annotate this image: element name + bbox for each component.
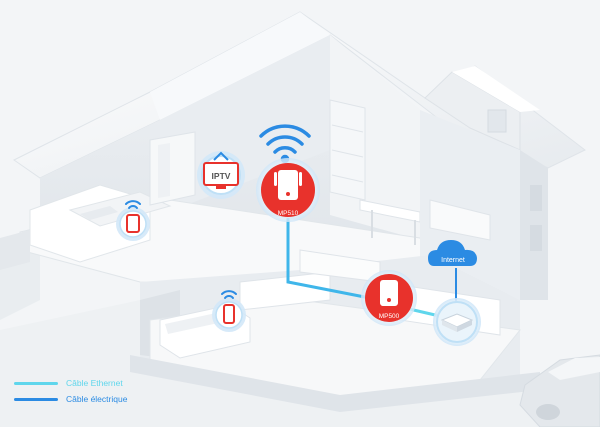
left-structure <box>0 230 30 270</box>
roof <box>13 11 586 179</box>
tablet-icon <box>116 200 150 241</box>
legend-swatch-electrical <box>14 397 58 401</box>
car <box>519 354 600 427</box>
mp500-label: MP500 <box>379 313 400 320</box>
phone-icon <box>212 290 246 332</box>
legend-item-electrical: Câble électrique <box>14 392 127 406</box>
electrical-cable <box>286 218 381 302</box>
wifi-icon <box>259 124 311 164</box>
cloud-icon <box>428 240 477 266</box>
tv-icon <box>197 151 245 199</box>
iptv-label: IPTV <box>212 171 231 181</box>
legend-label-ethernet: Câble Ethernet <box>66 378 123 388</box>
internet-label: Internet <box>441 257 465 264</box>
mp510-device <box>256 158 320 222</box>
legend: Câble Ethernet Câble électrique <box>14 376 127 408</box>
legend-swatch-ethernet <box>14 381 58 385</box>
legend-item-ethernet: Câble Ethernet <box>14 376 127 390</box>
legend-label-electrical: Câble électrique <box>66 394 128 404</box>
mp500-device <box>361 270 417 326</box>
router-icon <box>433 298 481 346</box>
mp510-label: MP510 <box>278 210 299 217</box>
